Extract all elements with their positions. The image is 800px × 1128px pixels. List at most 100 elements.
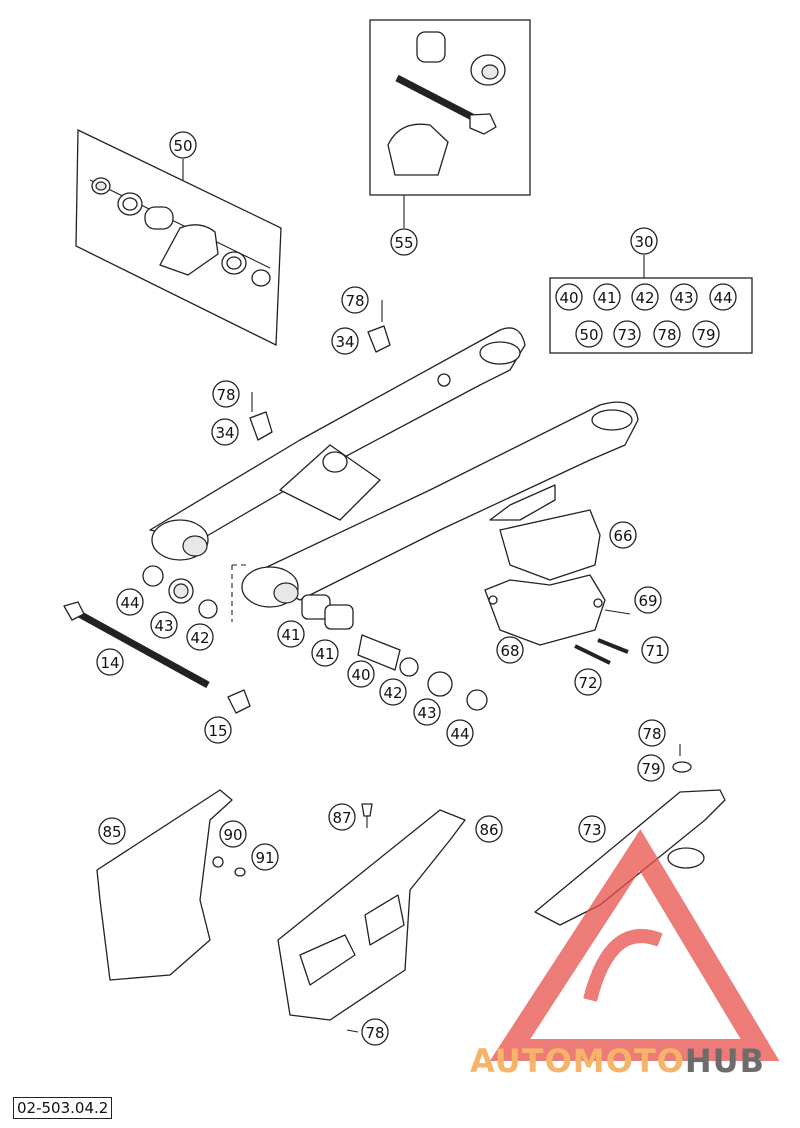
watermark-logo	[489, 829, 780, 1061]
callout-86: 86	[475, 815, 503, 843]
callout-label: 78	[657, 326, 676, 344]
callout-79: 79	[692, 320, 720, 348]
callout-label: 43	[417, 704, 436, 722]
callout-78: 78	[638, 719, 666, 747]
callout-circle	[593, 283, 621, 311]
callout-label: 79	[696, 326, 715, 344]
callout-circle	[116, 588, 144, 616]
callout-label: 71	[645, 642, 664, 660]
callout-circle	[613, 320, 641, 348]
callout-15: 15	[204, 716, 232, 744]
callout-circle	[692, 320, 720, 348]
callout-label: 69	[638, 592, 657, 610]
callout-label: 15	[208, 722, 227, 740]
callout-circle	[186, 623, 214, 651]
callout-label: 30	[634, 233, 653, 251]
callout-circle	[219, 820, 247, 848]
callout-label: 44	[450, 725, 469, 743]
callout-label: 78	[216, 386, 235, 404]
callout-circle	[475, 815, 503, 843]
callout-label: 91	[255, 849, 274, 867]
callout-50: 50	[169, 131, 197, 159]
callout-label: 85	[102, 823, 121, 841]
callout-label: 40	[559, 289, 578, 307]
callout-44: 44	[446, 719, 474, 747]
callout-41: 41	[593, 283, 621, 311]
watermark-part2: HUB	[684, 1042, 766, 1080]
callout-label: 50	[579, 326, 598, 344]
callout-label: 44	[713, 289, 732, 307]
callout-circle	[446, 719, 474, 747]
callout-circle	[341, 286, 369, 314]
callout-label: 72	[578, 674, 597, 692]
callout-label: 78	[365, 1024, 384, 1042]
callout-55: 55	[390, 228, 418, 256]
callout-circle	[390, 228, 418, 256]
callout-label: 79	[641, 760, 660, 778]
callout-circle	[634, 586, 662, 614]
callout-90: 90	[219, 820, 247, 848]
callout-circle	[631, 283, 659, 311]
diagram-reference-code: 02-503.04.2	[13, 1097, 113, 1119]
callout-label: 34	[215, 424, 234, 442]
callout-label: 87	[332, 809, 351, 827]
callout-44: 44	[709, 283, 737, 311]
callout-circle	[328, 803, 356, 831]
callout-label: 43	[674, 289, 693, 307]
callout-42: 42	[379, 678, 407, 706]
callout-circle	[641, 636, 669, 664]
callout-circle	[637, 754, 665, 782]
callout-40: 40	[347, 660, 375, 688]
callout-40: 40	[555, 283, 583, 311]
callout-circle	[251, 843, 279, 871]
callout-79: 79	[637, 754, 665, 782]
callout-label: 73	[617, 326, 636, 344]
chain-guard-85	[96, 789, 246, 981]
callout-circle	[277, 620, 305, 648]
callout-43: 43	[150, 611, 178, 639]
callout-circle	[361, 1018, 389, 1046]
callout-circle	[555, 283, 583, 311]
callout-circle	[653, 320, 681, 348]
callout-circle	[638, 719, 666, 747]
callout-label: 86	[479, 821, 498, 839]
chain-guide	[484, 509, 631, 665]
callout-73: 73	[613, 320, 641, 348]
callout-87: 87	[328, 803, 356, 831]
callout-41: 41	[277, 620, 305, 648]
callout-50: 50	[575, 320, 603, 348]
chain-slider	[534, 744, 726, 926]
watermark-part1: AUTOMOTO	[470, 1042, 685, 1080]
callout-label: 43	[154, 617, 173, 635]
callout-circle	[212, 380, 240, 408]
callout-43: 43	[413, 698, 441, 726]
callout-circle	[169, 131, 197, 159]
callout-78: 78	[653, 320, 681, 348]
watermark-text: AUTOMOTOHUB	[470, 1042, 765, 1080]
callout-label: 50	[173, 137, 192, 155]
callout-71: 71	[641, 636, 669, 664]
callout-label: 66	[613, 527, 632, 545]
callout-34: 34	[211, 418, 239, 446]
callout-30: 30	[630, 227, 658, 255]
callout-circle	[331, 327, 359, 355]
callout-label: 78	[642, 725, 661, 743]
callout-label: 42	[635, 289, 654, 307]
callout-label: 41	[315, 645, 334, 663]
callout-label: 78	[345, 292, 364, 310]
callout-78: 78	[212, 380, 240, 408]
callout-circle	[630, 227, 658, 255]
callout-circle	[496, 636, 524, 664]
callout-43: 43	[670, 283, 698, 311]
callout-42: 42	[631, 283, 659, 311]
callout-circle	[413, 698, 441, 726]
callout-label: 41	[281, 626, 300, 644]
callout-circle	[311, 639, 339, 667]
callout-78: 78	[341, 286, 369, 314]
callout-label: 68	[500, 642, 519, 660]
callout-circle	[204, 716, 232, 744]
callout-68: 68	[496, 636, 524, 664]
callout-label: 73	[582, 821, 601, 839]
